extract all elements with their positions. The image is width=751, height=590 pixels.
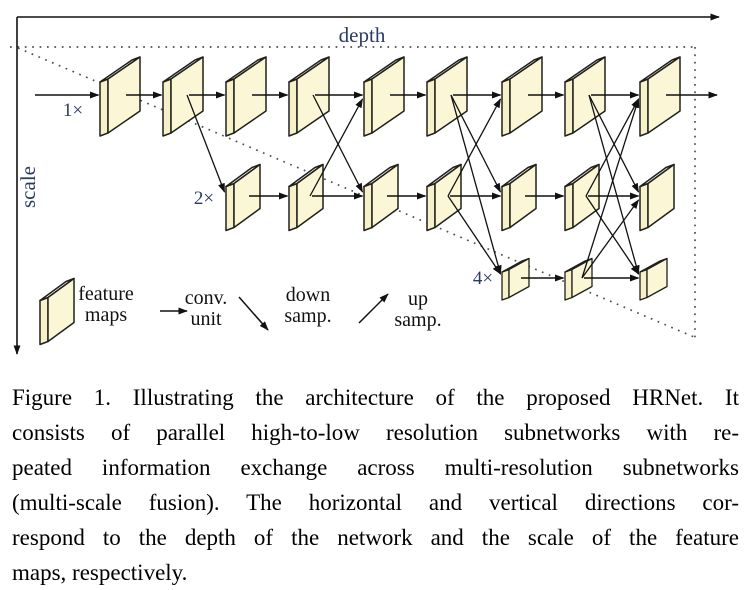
scale-factor-label-row-4x: 4× [473,268,493,289]
slab-face [509,163,537,229]
slab-face [363,78,373,137]
down-samp-arrow-icon [238,296,269,331]
feature-map-slab [288,56,330,137]
slab-face [508,257,530,299]
slab-face [501,182,511,232]
slab-face [501,78,511,137]
up-samp-arrow [581,98,640,279]
feature-map-slab [564,163,600,232]
caption-line: maps, respectively. [12,560,188,585]
slab-face [646,257,668,299]
caption-line: Figure 1. Illustrating the architecture … [12,385,739,410]
feature-map-slab [225,56,267,137]
slab-face [47,277,75,343]
legend-label-down-samp: samp. [284,305,331,327]
legend-label-feature-maps: feature [78,283,134,305]
slab-face [509,56,543,134]
slab-face [639,78,649,137]
feature-map-slab [639,56,681,137]
up-samp-arrow [585,98,640,197]
feature-map-slab [639,163,675,232]
legend-label-conv-unit: unit [190,308,222,330]
depth-axis-label: depth [339,23,386,47]
feature-map-slab [639,257,668,301]
up-samp-arrow [447,98,502,197]
slab-face [225,78,235,137]
slab-face [371,56,405,134]
feature-map-slab [426,163,462,232]
down-samp-arrow [186,94,226,193]
feature-map-slab [501,163,537,232]
slab-face [233,163,261,229]
slab-face [501,268,510,301]
slab-face [564,182,574,232]
slab-face [371,163,399,229]
caption-line: consists of parallel high-to-low resolut… [12,420,739,445]
scale-axis-label: scale [16,166,40,208]
down-samp-arrow [585,195,640,275]
slab-face [225,182,235,232]
feature-map-slab [225,163,261,232]
legend-label-up-samp: up [408,288,428,310]
caption-line: respond to the depth of the network and … [12,525,739,550]
feature-map-slab [39,277,75,346]
feature-map-slab [99,56,141,137]
feature-map-slab [564,257,593,301]
scale-factor-label-row-1x: 1× [63,100,83,121]
slab-face [288,78,298,137]
slab-face [639,268,648,301]
slab-face [39,296,49,346]
up-samp-arrow-icon [358,293,389,324]
legend-label-conv-unit: conv. [185,287,228,309]
feature-map-slab [288,163,324,232]
slab-face [647,56,681,134]
slab-face [162,78,172,137]
down-samp-arrow [588,94,640,275]
slab-face [564,268,573,301]
feature-map-slab [501,257,530,301]
slab-face [107,56,141,134]
up-samp-arrow [581,199,640,279]
feature-map-slab [363,163,399,232]
feature-map-slab [501,56,543,137]
slab-face [426,182,436,232]
figure-caption: Figure 1. Illustrating the architecture … [12,380,739,590]
feature-map-slab [363,56,405,137]
slab-face [647,163,675,229]
feature-map-slab [162,56,204,137]
legend-label-feature-maps: maps [85,304,127,326]
feature-map-slab [426,56,468,137]
slab-face [99,78,109,137]
down-samp-arrow [447,195,502,275]
feature-map-slab [564,56,606,137]
slab-face [363,182,373,232]
caption-line: (multi-scale fusion). The horizontal and… [12,490,739,515]
slab-face [564,78,574,137]
slab-face [233,56,267,134]
scale-factor-label-row-2x: 2× [194,188,214,209]
slab-face [288,182,298,232]
down-samp-arrow [450,94,502,275]
caption-line: peated information exchange across multi… [12,455,739,480]
up-samp-arrow [309,98,364,197]
legend-label-up-samp: samp. [394,309,441,331]
legend-label-down-samp: down [286,284,330,306]
slab-face [426,78,436,137]
slab-face [639,182,649,232]
